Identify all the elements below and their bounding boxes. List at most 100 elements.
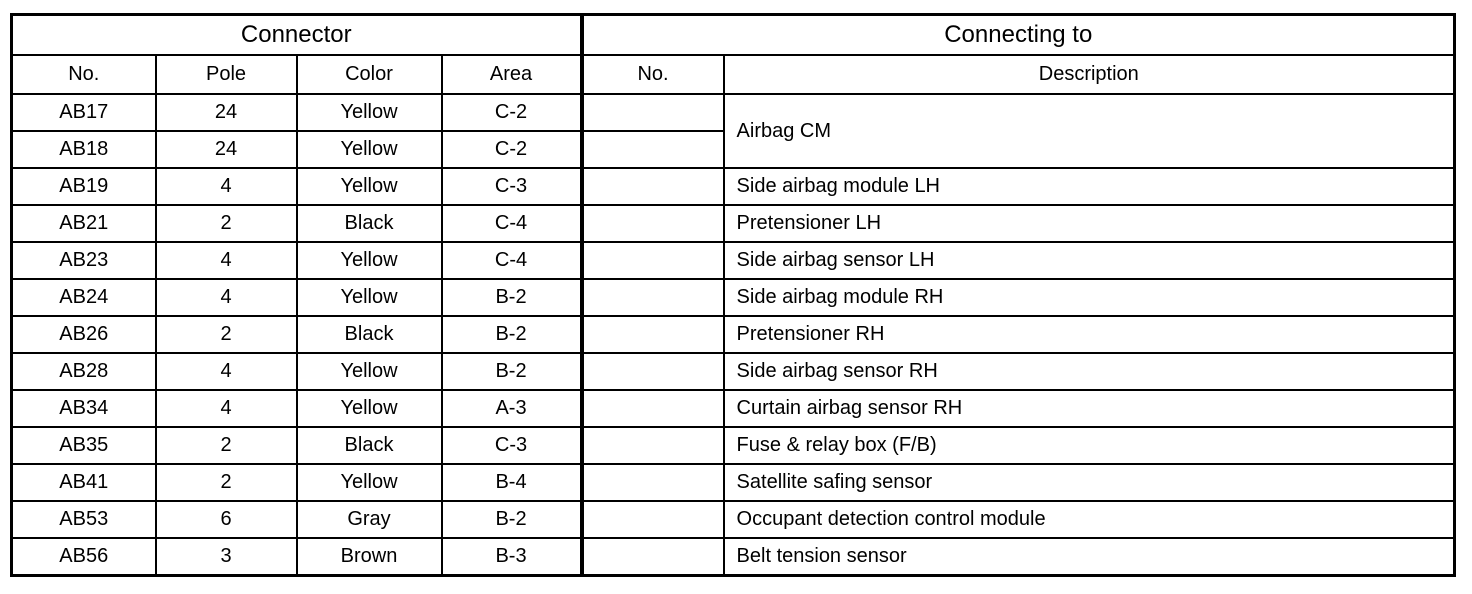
connecting-no-cell [579,352,725,392]
connecting-no-cell [579,241,725,281]
area-cell: B-2 [440,278,583,318]
connector-group-header: Connector [10,13,583,56]
description-cell: Pretensioner RH [722,315,1456,355]
group-header-row: Connector Connecting to [10,13,1456,56]
connecting-no-cell [579,204,725,244]
pole-cell: 2 [154,426,298,466]
column-header-pole: Pole [154,54,298,95]
color-cell: Yellow [295,241,443,281]
description-cell: Side airbag module LH [722,167,1456,207]
area-cell: C-2 [440,92,583,133]
connecting-no-cell [579,389,725,429]
pole-cell: 2 [154,204,298,244]
pole-cell: 24 [154,130,298,170]
connecting-no-cell [579,92,725,133]
color-cell: Yellow [295,167,443,207]
column-header-connecting-no: No. [579,54,725,95]
pole-cell: 4 [154,278,298,318]
column-header-row: No. Pole Color Area No. Description [10,54,1456,95]
description-cell: Fuse & relay box (F/B) [722,426,1456,466]
column-header-description: Description [722,54,1456,95]
area-cell: C-2 [440,130,583,170]
table-header: Connector Connecting to No. Pole Color A… [10,13,1456,95]
description-cell: Side airbag sensor RH [722,352,1456,392]
color-cell: Yellow [295,92,443,133]
description-cell: Occupant detection control module [722,500,1456,540]
connecting-no-cell [579,426,725,466]
connector-no-cell: AB56 [10,537,157,577]
connector-no-cell: AB23 [10,241,157,281]
description-cell: Side airbag sensor LH [722,241,1456,281]
color-cell: Black [295,426,443,466]
connecting-no-cell [579,167,725,207]
color-cell: Yellow [295,278,443,318]
pole-cell: 4 [154,389,298,429]
color-cell: Yellow [295,463,443,503]
connector-no-cell: AB41 [10,463,157,503]
connecting-to-group-header: Connecting to [579,13,1456,56]
connector-no-cell: AB18 [10,130,157,170]
pole-cell: 4 [154,352,298,392]
pole-cell: 2 [154,463,298,503]
connecting-no-cell [579,537,725,577]
description-cell: Belt tension sensor [722,537,1456,577]
color-cell: Yellow [295,130,443,170]
color-cell: Yellow [295,389,443,429]
color-cell: Yellow [295,352,443,392]
pole-cell: 2 [154,315,298,355]
pole-cell: 4 [154,241,298,281]
area-cell: C-4 [440,241,583,281]
connector-no-cell: AB24 [10,278,157,318]
pole-cell: 4 [154,167,298,207]
color-cell: Gray [295,500,443,540]
area-cell: B-2 [440,315,583,355]
area-cell: A-3 [440,389,583,429]
connecting-no-cell [579,130,725,170]
description-cell: Curtain airbag sensor RH [722,389,1456,429]
pole-cell: 6 [154,500,298,540]
column-header-area: Area [440,54,583,95]
connector-no-cell: AB19 [10,167,157,207]
area-cell: B-2 [440,500,583,540]
description-cell: Satellite safing sensor [722,463,1456,503]
area-cell: C-3 [440,426,583,466]
area-cell: B-2 [440,352,583,392]
color-cell: Black [295,315,443,355]
connector-no-cell: AB26 [10,315,157,355]
color-cell: Black [295,204,443,244]
column-header-no: No. [10,54,157,95]
connector-no-cell: AB17 [10,92,157,133]
connecting-no-cell [579,315,725,355]
connecting-no-cell [579,278,725,318]
description-cell: Pretensioner LH [722,204,1456,244]
connector-no-cell: AB34 [10,389,157,429]
description-cell: Side airbag module RH [722,278,1456,318]
connector-table: Connector Connecting to No. Pole Color A… [10,13,1456,577]
area-cell: B-3 [440,537,583,577]
connector-no-cell: AB28 [10,352,157,392]
connector-no-cell: AB21 [10,204,157,244]
connector-no-cell: AB53 [10,500,157,540]
area-cell: C-3 [440,167,583,207]
area-cell: B-4 [440,463,583,503]
connecting-no-cell [579,500,725,540]
pole-cell: 24 [154,92,298,133]
pole-cell: 3 [154,537,298,577]
color-cell: Brown [295,537,443,577]
area-cell: C-4 [440,204,583,244]
connecting-no-cell [579,463,725,503]
description-cell: Airbag CM [722,92,1456,170]
